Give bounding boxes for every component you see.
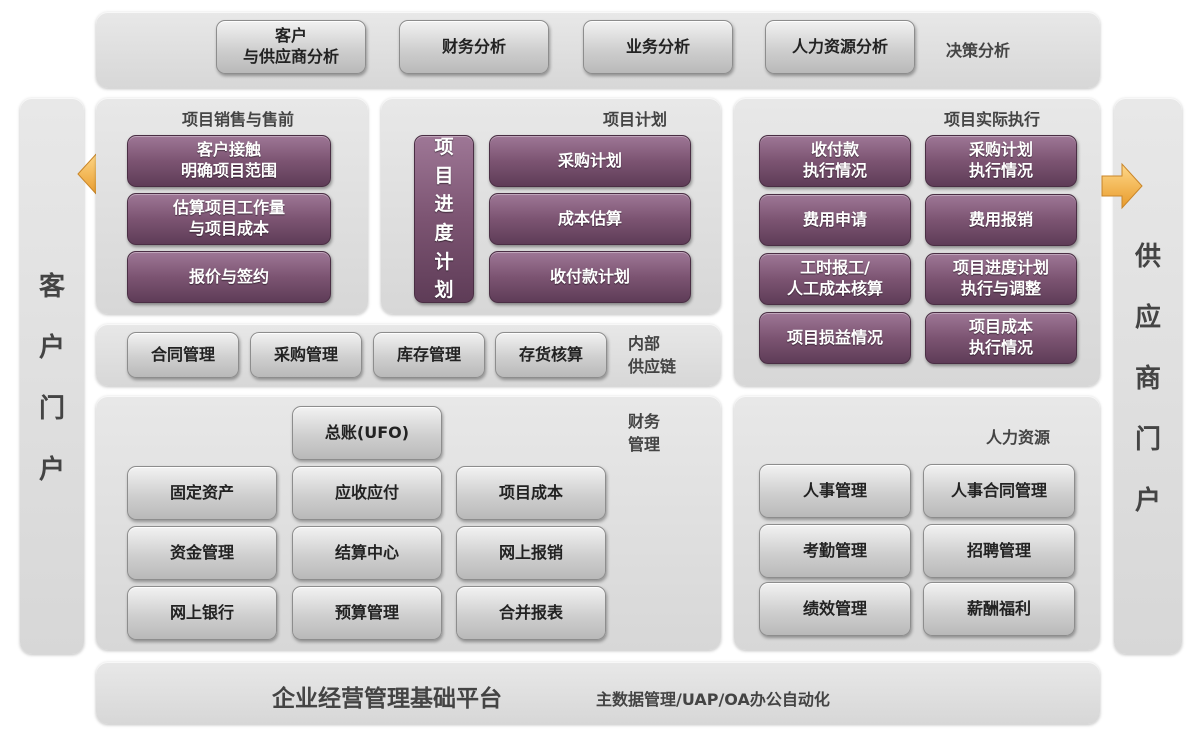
hr-analysis-button[interactable]: 人力资源分析 [765,20,915,74]
personnel-contract-button[interactable]: 人事合同管理 [923,464,1075,518]
project-schedule-plan-button[interactable]: 项 目 进 度 计 划 [414,135,474,303]
supply-chain-title: 内部 供应链 [628,334,677,377]
arrow-right-icon [1101,162,1143,210]
receivables-payables-button[interactable]: 应收应付 [292,466,442,520]
project-pnl-button[interactable]: 项目损益情况 [759,312,911,364]
project-cost-execution-button[interactable]: 项目成本 执行情况 [925,312,1077,364]
personnel-management-button[interactable]: 人事管理 [759,464,911,518]
recruitment-management-button[interactable]: 招聘管理 [923,524,1075,578]
procurement-execution-button[interactable]: 采购计划 执行情况 [925,135,1077,187]
settlement-center-button[interactable]: 结算中心 [292,526,442,580]
consolidated-statements-button[interactable]: 合并报表 [456,586,606,640]
finance-analysis-button[interactable]: 财务分析 [399,20,549,74]
hr-panel: 人力资源 人事管理 人事合同管理 考勤管理 招聘管理 绩效管理 薪酬福利 [734,396,1100,650]
platform-title: 企业经营管理基础平台 [272,686,502,712]
inventory-management-button[interactable]: 库存管理 [373,332,485,378]
cost-estimate-button[interactable]: 成本估算 [489,193,691,245]
hr-title: 人力资源 [986,428,1051,447]
general-ledger-button[interactable]: 总账(UFO) [292,406,442,460]
supply-chain-panel: 合同管理 采购管理 库存管理 存货核算 内部 供应链 [96,324,721,386]
online-banking-button[interactable]: 网上银行 [127,586,277,640]
budget-management-button[interactable]: 预算管理 [292,586,442,640]
supplier-portal-label: 供 应 商 门 户 [1134,241,1161,516]
fixed-assets-button[interactable]: 固定资产 [127,466,277,520]
project-sales-title: 项目销售与售前 [182,110,295,129]
customer-contact-button[interactable]: 客户接触 明确项目范围 [127,135,331,187]
supplier-portal-panel: 供 应 商 门 户 [1114,98,1182,654]
decision-analysis-label: 决策分析 [946,41,1011,60]
customer-portal-panel: 客 户 门 户 [20,98,84,654]
finance-panel: 财务 管理 总账(UFO) 固定资产 应收应付 项目成本 资金管理 结算中心 网… [96,396,721,650]
project-execution-panel: 项目实际执行 收付款 执行情况 采购计划 执行情况 费用申请 费用报销 工时报工… [734,98,1100,386]
platform-panel: 企业经营管理基础平台 主数据管理/UAP/OA办公自动化 [96,662,1100,724]
expense-request-button[interactable]: 费用申请 [759,194,911,246]
project-cost-button[interactable]: 项目成本 [456,466,606,520]
business-analysis-button[interactable]: 业务分析 [583,20,733,74]
expense-reimburse-button[interactable]: 费用报销 [925,194,1077,246]
payment-plan-button[interactable]: 收付款计划 [489,251,691,303]
finance-title: 财务 管理 [628,412,661,455]
project-execution-title: 项目实际执行 [944,110,1041,129]
contract-management-button[interactable]: 合同管理 [127,332,239,378]
project-planning-title: 项目计划 [603,110,668,129]
payment-execution-button[interactable]: 收付款 执行情况 [759,135,911,187]
quote-sign-button[interactable]: 报价与签约 [127,251,331,303]
platform-subtitle: 主数据管理/UAP/OA办公自动化 [596,690,830,709]
estimate-workload-button[interactable]: 估算项目工作量 与项目成本 [127,193,331,245]
customer-portal-label: 客 户 门 户 [38,272,65,485]
decision-analysis-panel: 客户 与供应商分析 财务分析 业务分析 人力资源分析 决策分析 [96,12,1100,88]
timesheet-labor-cost-button[interactable]: 工时报工/ 人工成本核算 [759,253,911,305]
schedule-adjust-button[interactable]: 项目进度计划 执行与调整 [925,253,1077,305]
procurement-plan-button[interactable]: 采购计划 [489,135,691,187]
project-planning-panel: 项目计划 项 目 进 度 计 划 采购计划 成本估算 收付款计划 [381,98,721,314]
compensation-benefits-button[interactable]: 薪酬福利 [923,582,1075,636]
attendance-management-button[interactable]: 考勤管理 [759,524,911,578]
fund-management-button[interactable]: 资金管理 [127,526,277,580]
customer-supplier-analysis-button[interactable]: 客户 与供应商分析 [216,20,366,74]
online-reimburse-button[interactable]: 网上报销 [456,526,606,580]
inventory-accounting-button[interactable]: 存货核算 [495,332,607,378]
procurement-management-button[interactable]: 采购管理 [250,332,362,378]
project-sales-panel: 项目销售与售前 客户接触 明确项目范围 估算项目工作量 与项目成本 报价与签约 [96,98,368,314]
performance-management-button[interactable]: 绩效管理 [759,582,911,636]
